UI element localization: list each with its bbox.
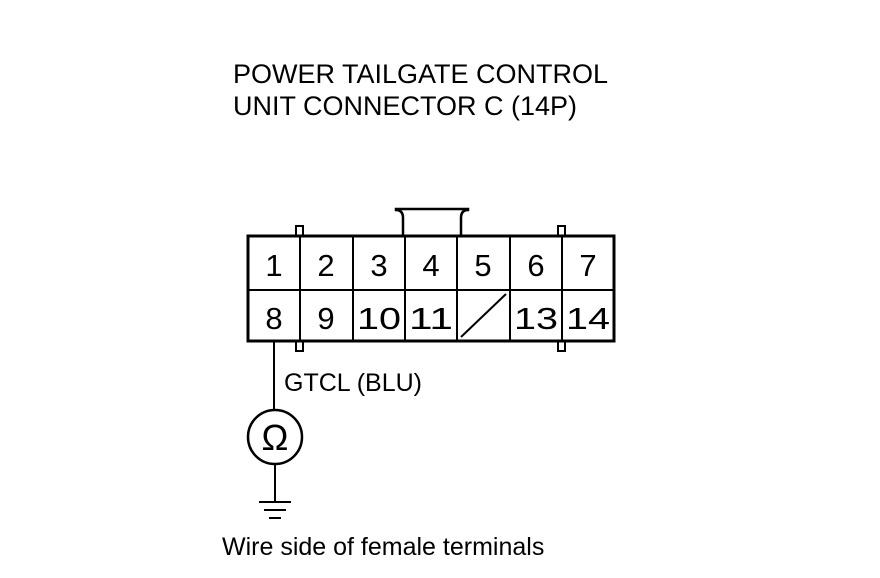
- diagram-caption: Wire side of female terminals: [222, 533, 544, 561]
- terminal-14: 14: [566, 301, 610, 336]
- terminal-5: 5: [474, 248, 491, 283]
- terminal-1: 1: [265, 248, 282, 283]
- terminal-6: 6: [527, 248, 544, 283]
- terminal-3: 3: [370, 248, 387, 283]
- title-line-1: POWER TAILGATE CONTROL: [233, 59, 609, 89]
- terminal-11: 11: [409, 301, 453, 336]
- ohmmeter-icon: Ω: [246, 408, 304, 466]
- terminal-7: 7: [579, 248, 596, 283]
- terminal-13: 13: [514, 301, 558, 336]
- ohm-symbol: Ω: [262, 417, 289, 458]
- terminal-4: 4: [422, 248, 439, 283]
- ground-icon: [259, 501, 291, 519]
- terminal-10: 10: [357, 301, 401, 336]
- title-line-2: UNIT CONNECTOR C (14P): [233, 91, 578, 121]
- connector-column-dividers: [299, 236, 563, 341]
- terminal-9: 9: [317, 301, 334, 336]
- connector-lock-tab: [394, 207, 470, 236]
- empty-cavity-slash: [460, 293, 507, 338]
- terminal-8: 8: [265, 301, 282, 336]
- wire-label: GTCL (BLU): [284, 369, 422, 397]
- terminal-2: 2: [317, 248, 334, 283]
- diagram-title: POWER TAILGATE CONTROL UNIT CONNECTOR C …: [233, 58, 608, 122]
- connector-body: [246, 234, 616, 343]
